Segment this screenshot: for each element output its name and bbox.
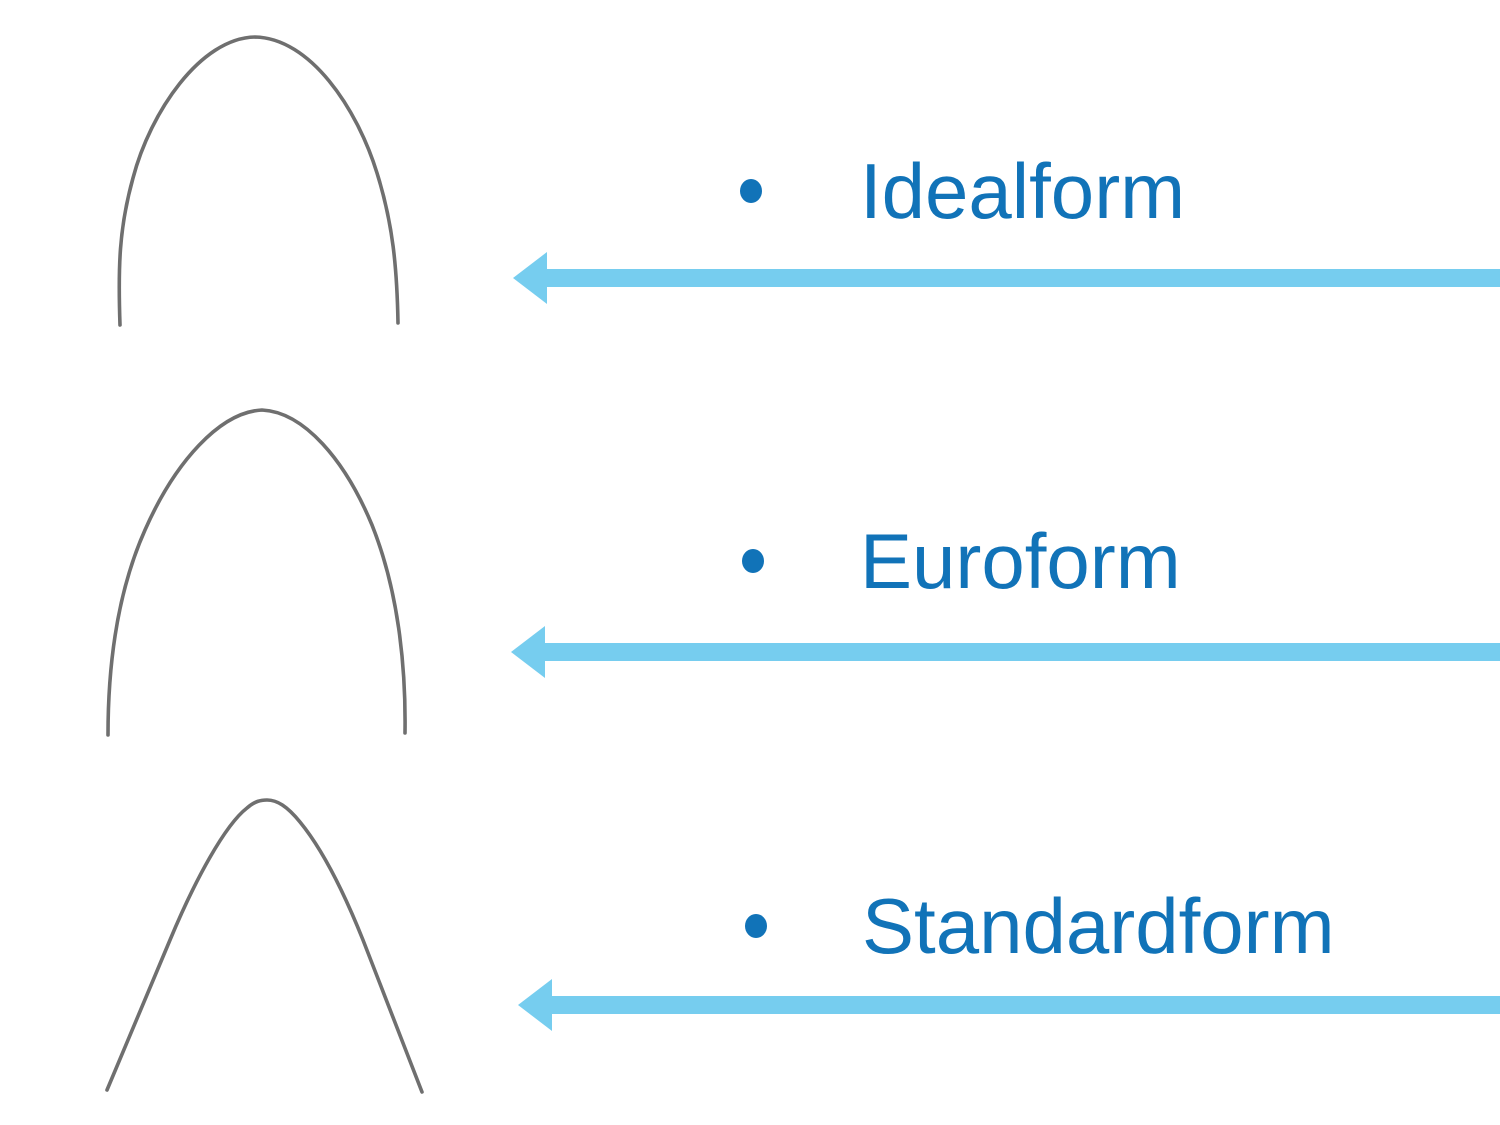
archwire-standardform-image [105, 798, 424, 1094]
bullet-icon [745, 914, 767, 938]
bullet-icon [740, 179, 762, 203]
bullet-icon [742, 549, 764, 573]
archwire-euroform-image [106, 408, 407, 737]
label-standardform: Standardform [862, 882, 1335, 970]
archwire-idealform-image [117, 35, 400, 327]
euroform-left-arrow-icon [511, 626, 1500, 678]
label-idealform: Idealform [860, 147, 1186, 235]
idealform-left-arrow-icon [513, 252, 1500, 304]
label-euroform: Euroform [860, 517, 1181, 605]
standardform-left-arrow-icon [518, 979, 1500, 1031]
